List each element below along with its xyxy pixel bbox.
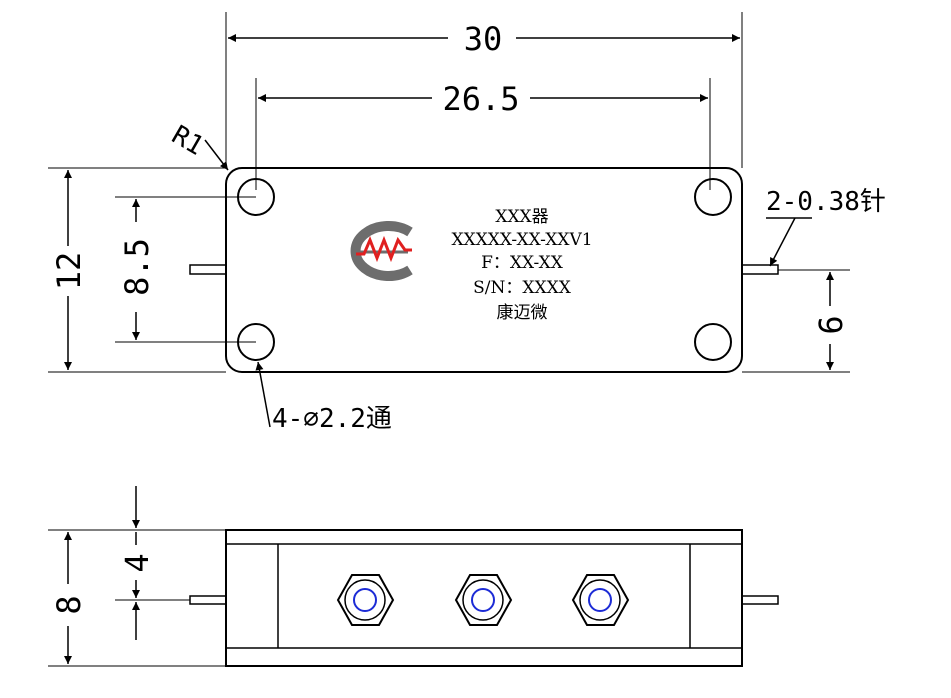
- r1-label: R1: [167, 120, 209, 162]
- dim-8-label: 8: [50, 595, 88, 614]
- hole-callout-leader: [255, 361, 271, 428]
- dim-4-label: 4: [118, 553, 156, 572]
- connector-2-ring: [462, 579, 504, 621]
- connector-1: [336, 574, 395, 626]
- nameplate-line1: XXX器: [495, 207, 548, 227]
- nameplate-line2: XXXXX-XX-XXV1: [451, 230, 592, 250]
- dim-265-label: 26.5: [442, 80, 519, 118]
- connector-1-ring: [344, 579, 386, 621]
- side-view: 8 4: [48, 486, 779, 667]
- side-pin-left: [189, 595, 227, 605]
- hole-callout-label: 4-∅2.2通: [272, 404, 392, 434]
- pin-callout-label: 2-0.38针: [766, 187, 886, 217]
- nameplate: XXX器 XXXXX-XX-XXV1 F：XX-XX S/N：XXXX 康迈微: [451, 207, 592, 323]
- top-view: 30 26.5 R1 12 8.5: [48, 12, 886, 434]
- pin-callout-leader: [769, 217, 796, 267]
- connector-2-nut: [454, 574, 513, 626]
- dim-85-label: 8.5: [118, 238, 156, 296]
- nameplate-line5: 康迈微: [497, 303, 548, 323]
- connector-2-center: [471, 588, 495, 612]
- connector-3-ring: [579, 579, 621, 621]
- logo-wave: [356, 235, 412, 263]
- dim-12-label: 12: [50, 252, 88, 291]
- r1-leader: [204, 139, 229, 171]
- connector-3-center: [588, 588, 612, 612]
- mounting-hole-top-right: [694, 178, 732, 216]
- mounting-hole-bottom-right: [694, 323, 732, 361]
- connector-2: [454, 574, 513, 626]
- side-pin-right: [741, 595, 779, 605]
- pin-right: [741, 264, 779, 275]
- nameplate-line4: S/N：XXXX: [473, 278, 572, 298]
- connector-3: [571, 574, 630, 626]
- dim-30-label: 30: [464, 20, 503, 58]
- side-body-outline: [225, 529, 743, 667]
- connector-3-nut: [571, 574, 630, 626]
- company-logo: [350, 221, 413, 281]
- pin-left: [189, 264, 227, 275]
- nameplate-line3: F：XX-XX: [481, 253, 564, 273]
- connector-1-nut: [336, 574, 395, 626]
- dim-6-label: 6: [812, 315, 850, 334]
- connector-1-center: [353, 588, 377, 612]
